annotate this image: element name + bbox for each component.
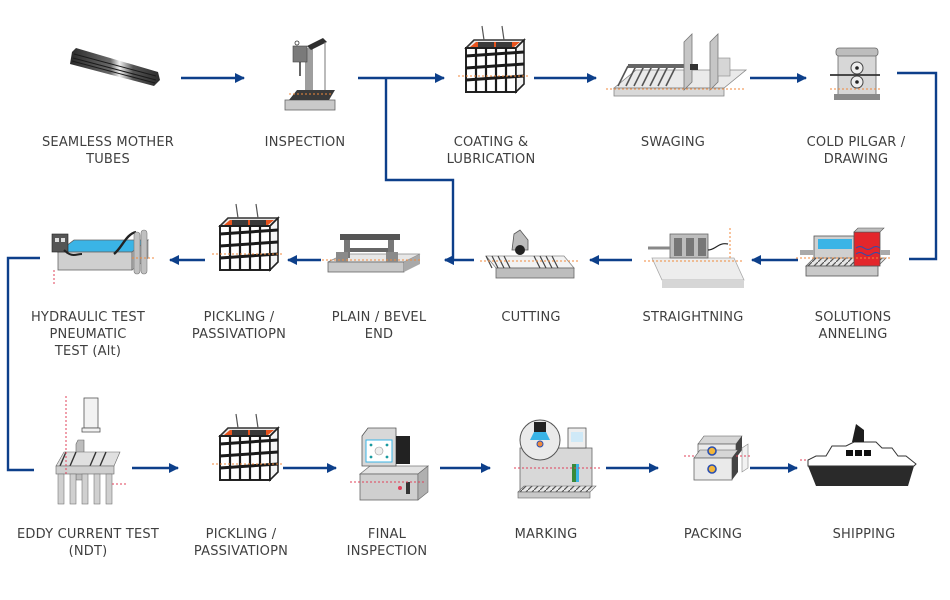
marking-machine-icon — [514, 419, 602, 499]
tube-bundle-icon — [70, 48, 160, 86]
step-label-marking: MARKING — [514, 527, 578, 542]
ship-icon — [800, 424, 917, 486]
step-label-hydraulic-test: HYDRAULIC TEST PNEUMATIC TEST (Alt) — [30, 310, 146, 359]
bevel-machine-icon — [322, 234, 422, 273]
eddy-current-tester-icon — [55, 396, 128, 505]
step-label-seamless-mother-tubes: SEAMLESS MOTHER TUBES — [41, 135, 175, 167]
connectors-layer — [6, 71, 938, 474]
packing-boxes-icon — [684, 435, 752, 481]
step-label-swaging: SWAGING — [640, 135, 706, 150]
step-label-final-inspection: FINAL INSPECTION — [346, 527, 428, 559]
swaging-machine-icon — [606, 33, 748, 97]
step-label-pickling-passivation-1: PICKLING / PASSIVATIOPN — [191, 310, 287, 342]
step-label-pickling-passivation-2: PICKLING / PASSIVATIOPN — [193, 527, 289, 559]
step-label-eddy-current-test: EDDY CURRENT TEST (NDT) — [16, 527, 159, 559]
connector-cold-pilgar-drawing-to-solutions-anneling — [897, 71, 938, 261]
inspection-machine-icon — [284, 38, 336, 111]
step-label-straightning: STRAIGHTNING — [642, 310, 744, 325]
step-label-packing: PACKING — [683, 527, 743, 542]
step-label-solutions-anneling: SOLUTIONS ANNELING — [814, 310, 892, 342]
step-label-cold-pilgar-drawing: COLD PILGAR / DRAWING — [806, 135, 906, 167]
connector-hydraulic-test-to-eddy-current-test — [6, 256, 40, 472]
step-label-cutting: CUTTING — [501, 310, 561, 325]
straightening-machine-icon — [644, 228, 745, 288]
coating-tank-icon — [458, 25, 530, 94]
cutting-machine-icon — [480, 229, 580, 279]
step-label-coating-lubrication: COATING & LUBRICATION — [446, 135, 536, 167]
pickling-tank-icon — [212, 203, 284, 272]
hydraulic-test-tank-icon — [51, 229, 156, 284]
step-label-shipping: SHIPPING — [832, 527, 896, 542]
pilger-mill-icon — [830, 47, 882, 100]
step-label-plain-bevel-end: PLAIN / BEVEL END — [331, 310, 427, 342]
final-inspection-machine-icon — [350, 427, 430, 501]
connector-inspection-to-plain-bevel-end — [384, 78, 455, 266]
annealing-furnace-icon — [796, 227, 892, 277]
step-label-inspection: INSPECTION — [264, 135, 346, 150]
pickling-tank-icon — [212, 413, 284, 482]
